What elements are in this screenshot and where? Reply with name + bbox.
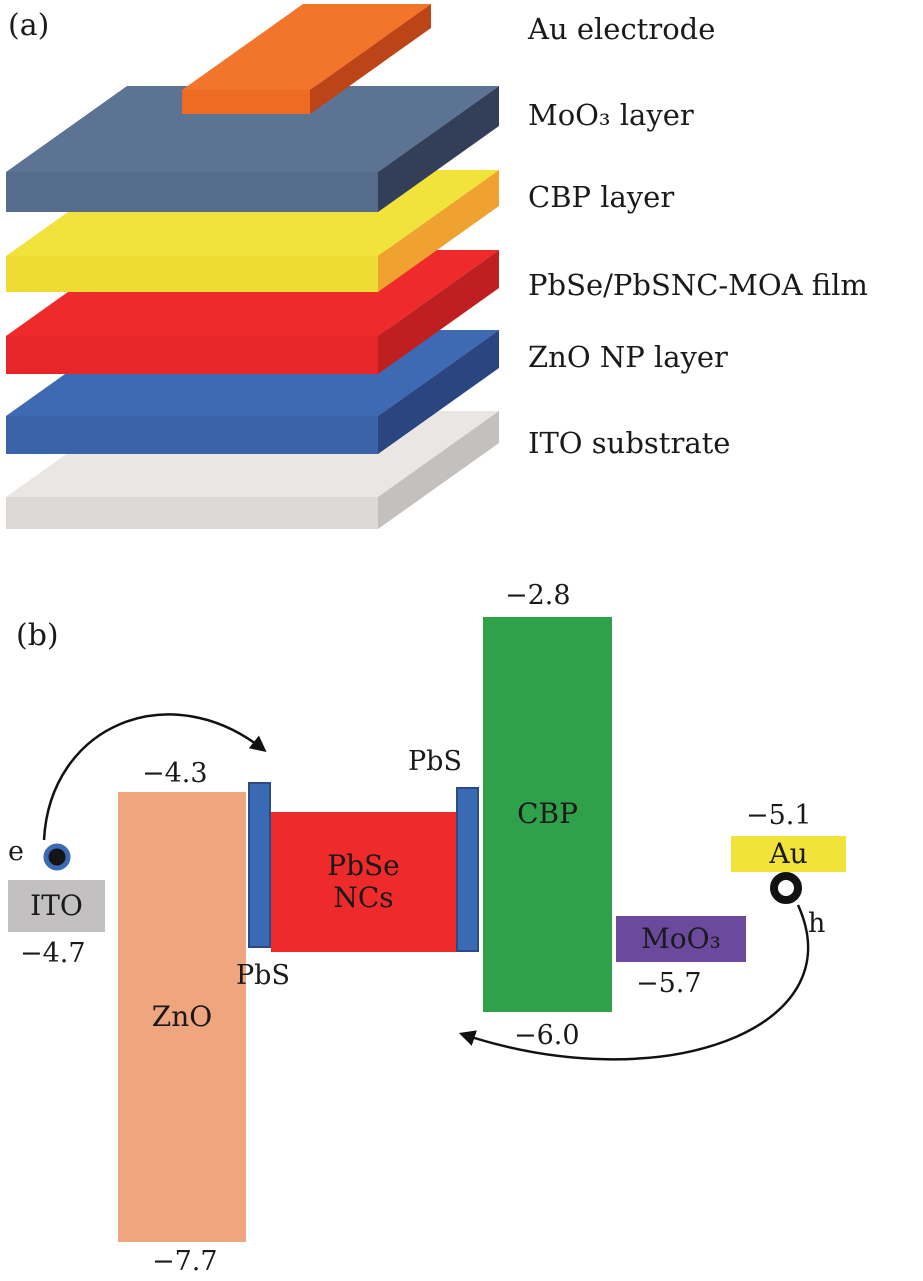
band-moo3: MoO₃ <box>616 916 746 962</box>
band-ito-text: ITO <box>30 888 83 922</box>
level-moo3-bottom: −5.7 <box>636 968 702 999</box>
level-cbp-top: −2.8 <box>505 580 571 611</box>
hole-icon <box>770 872 802 904</box>
slab-au-electrode <box>182 4 431 114</box>
band-pbse-ncs: PbSe NCs <box>271 812 456 952</box>
label-hole: h <box>808 908 826 939</box>
slab-ito-substrate <box>6 411 499 529</box>
slab-zno-top <box>6 330 499 416</box>
label-pbse-film: PbSe/PbSNC-MOA film <box>528 268 868 302</box>
label-pbs-left: PbS <box>236 960 290 991</box>
band-pbse-text-line2: NCs <box>333 881 394 914</box>
band-moo3-text: MoO₃ <box>641 921 721 955</box>
slab-pbse-top <box>6 250 499 336</box>
label-zno-np-layer: ZnO NP layer <box>528 340 728 374</box>
slab-zno-np-layer <box>6 330 499 454</box>
level-au-top: −5.1 <box>746 800 812 831</box>
level-zno-bottom: −7.7 <box>152 1246 218 1277</box>
panel-b: (b) ITO −4.7 ZnO −4.3 −7.7 PbS PbSe NCs … <box>0 560 923 1281</box>
band-au-text: Au <box>769 836 808 870</box>
electron-icon <box>43 843 71 871</box>
slab-au-front <box>182 90 310 114</box>
band-pbs-right <box>456 787 479 952</box>
slab-ito-top <box>6 411 499 497</box>
slab-ito-side <box>378 411 499 529</box>
slab-au-top <box>182 4 431 90</box>
slab-au-side <box>310 4 431 114</box>
slab-pbse-side <box>378 250 499 374</box>
band-pbs-left <box>248 782 271 948</box>
slab-moo3-side <box>378 86 499 212</box>
band-zno: ZnO <box>118 792 246 1242</box>
label-moo3-layer: MoO₃ layer <box>528 98 694 132</box>
slab-cbp-side <box>378 170 499 292</box>
slab-pbse-front <box>6 336 378 374</box>
label-cbp-layer: CBP layer <box>528 180 675 214</box>
band-zno-text: ZnO <box>151 999 213 1033</box>
slab-cbp-front <box>6 256 378 292</box>
slab-moo3-layer <box>6 86 499 212</box>
panel-b-label: (b) <box>16 618 59 653</box>
slab-moo3-front <box>6 172 378 212</box>
panel-a-label: (a) <box>8 8 50 43</box>
band-ito: ITO <box>8 880 105 932</box>
slab-ito-front <box>6 497 378 529</box>
slab-cbp-layer <box>6 170 499 292</box>
slab-zno-front <box>6 416 378 454</box>
band-pbse-text-line1: PbSe <box>327 848 400 882</box>
slab-zno-side <box>378 330 499 454</box>
panel-a: (a) <box>0 0 923 560</box>
band-cbp-text: CBP <box>517 797 578 831</box>
label-ito-substrate: ITO substrate <box>528 426 731 460</box>
label-pbs-right: PbS <box>408 746 462 777</box>
level-ito-bottom: −4.7 <box>20 938 86 969</box>
slab-cbp-top <box>6 170 499 256</box>
band-au: Au <box>731 836 846 872</box>
level-cbp-bottom: −6.0 <box>514 1020 580 1051</box>
label-electron: e <box>8 836 24 867</box>
label-au-electrode: Au electrode <box>528 12 716 46</box>
slab-moo3-top <box>6 86 499 172</box>
slab-pbse-film <box>6 250 499 374</box>
band-cbp: CBP <box>483 617 612 1012</box>
level-zno-top: −4.3 <box>142 758 208 789</box>
